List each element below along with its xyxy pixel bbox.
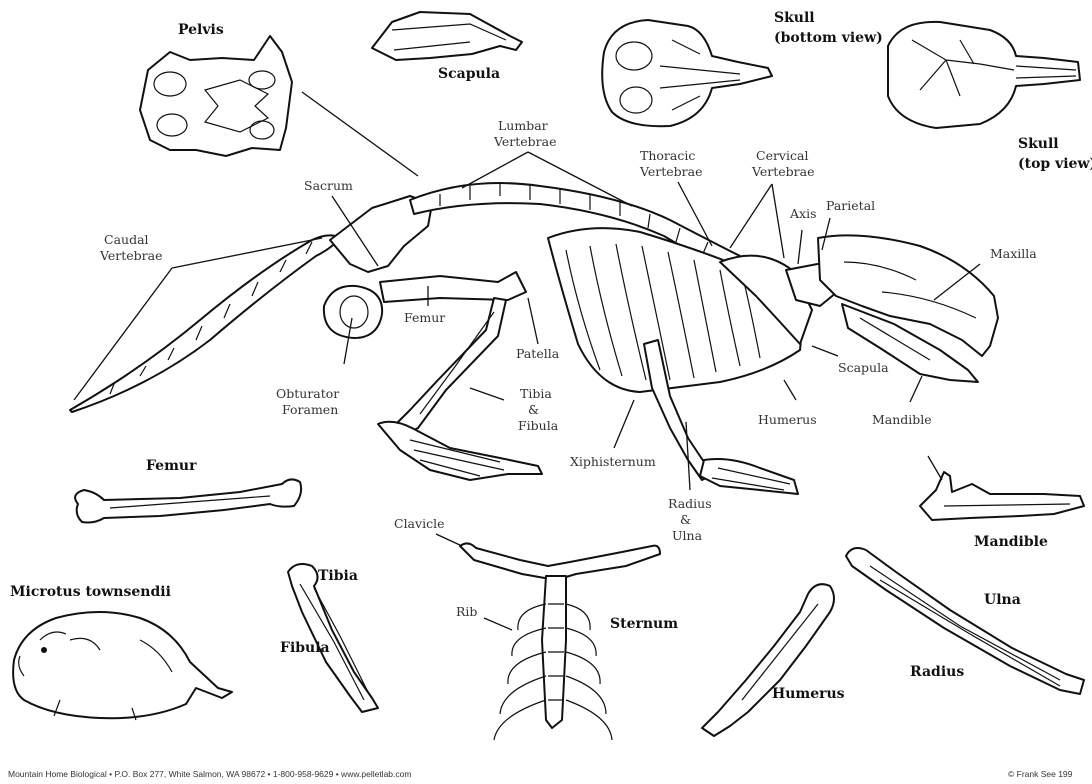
- skull-top-view-drawing: [888, 22, 1080, 128]
- label-axis: Axis: [789, 206, 817, 221]
- label-patella: Patella: [516, 346, 560, 361]
- femur-title: Femur: [146, 458, 197, 474]
- skull-top-title: Skull: [1018, 136, 1059, 152]
- label-scapula: Scapula: [838, 360, 889, 375]
- radius-title: Radius: [910, 664, 964, 680]
- pelvis-drawing: [140, 36, 292, 156]
- vole-drawing: [13, 612, 232, 720]
- label-tibia-fibula: Fibula: [518, 418, 559, 433]
- label-rib: Rib: [456, 604, 477, 619]
- femur-drawing: [75, 479, 301, 522]
- skull-bottom-title: Skull: [774, 10, 815, 26]
- label-clavicle: Clavicle: [394, 516, 444, 531]
- label-obturator-2: Foramen: [282, 402, 338, 417]
- sternum-drawing: [460, 543, 660, 740]
- skull-bottom-subtitle: (bottom view): [774, 30, 883, 46]
- fibula-title: Fibula: [280, 640, 330, 656]
- label-sacrum: Sacrum: [304, 178, 353, 193]
- label-thoracic: Thoracic: [640, 148, 695, 163]
- scapula-drawing: [372, 12, 522, 60]
- label-cervical: Cervical: [756, 148, 808, 163]
- pelvis-title: Pelvis: [178, 22, 224, 38]
- mandible-drawing: [920, 472, 1084, 520]
- mandible-title: Mandible: [974, 534, 1048, 550]
- footer-copyright: © Frank See 199: [1008, 769, 1073, 779]
- footer-credit: Mountain Home Biological • P.O. Box 277,…: [8, 769, 411, 779]
- label-thoracic-2: Vertebrae: [639, 164, 703, 179]
- label-maxilla: Maxilla: [990, 246, 1037, 261]
- skull-top-subtitle: (top view): [1018, 156, 1092, 172]
- label-radius-ulna: Ulna: [672, 528, 703, 543]
- label-obturator: Obturator: [276, 386, 339, 401]
- label-cervical-2: Vertebrae: [751, 164, 815, 179]
- main-skeleton: [70, 182, 998, 494]
- humerus-drawing: [702, 584, 834, 736]
- scapula-title: Scapula: [438, 66, 500, 82]
- label-parietal: Parietal: [826, 198, 875, 213]
- label-lumbar-2: Vertebrae: [493, 134, 557, 149]
- tibia-fibula-drawing: [288, 564, 378, 712]
- label-caudal-2: Vertebrae: [99, 248, 163, 263]
- tibia-title: Tibia: [318, 568, 358, 584]
- label-mandible: Mandible: [872, 412, 932, 427]
- skull-bottom-view-drawing: [602, 20, 772, 126]
- species-title: Microtus townsendii: [10, 584, 171, 600]
- sternum-title: Sternum: [610, 616, 678, 632]
- label-xiphisternum: Xiphisternum: [570, 454, 656, 469]
- ulna-title: Ulna: [984, 592, 1021, 608]
- humerus-title: Humerus: [772, 686, 845, 702]
- label-radius-amp: &: [680, 512, 691, 527]
- label-femur: Femur: [404, 310, 445, 325]
- label-tibia: Tibia: [520, 386, 552, 401]
- label-radius: Radius: [668, 496, 712, 511]
- label-caudal: Caudal: [104, 232, 149, 247]
- label-humerus: Humerus: [758, 412, 817, 427]
- label-lumbar: Lumbar: [498, 118, 548, 133]
- ulna-radius-drawing: [846, 548, 1084, 694]
- label-tibia-amp: &: [528, 402, 539, 417]
